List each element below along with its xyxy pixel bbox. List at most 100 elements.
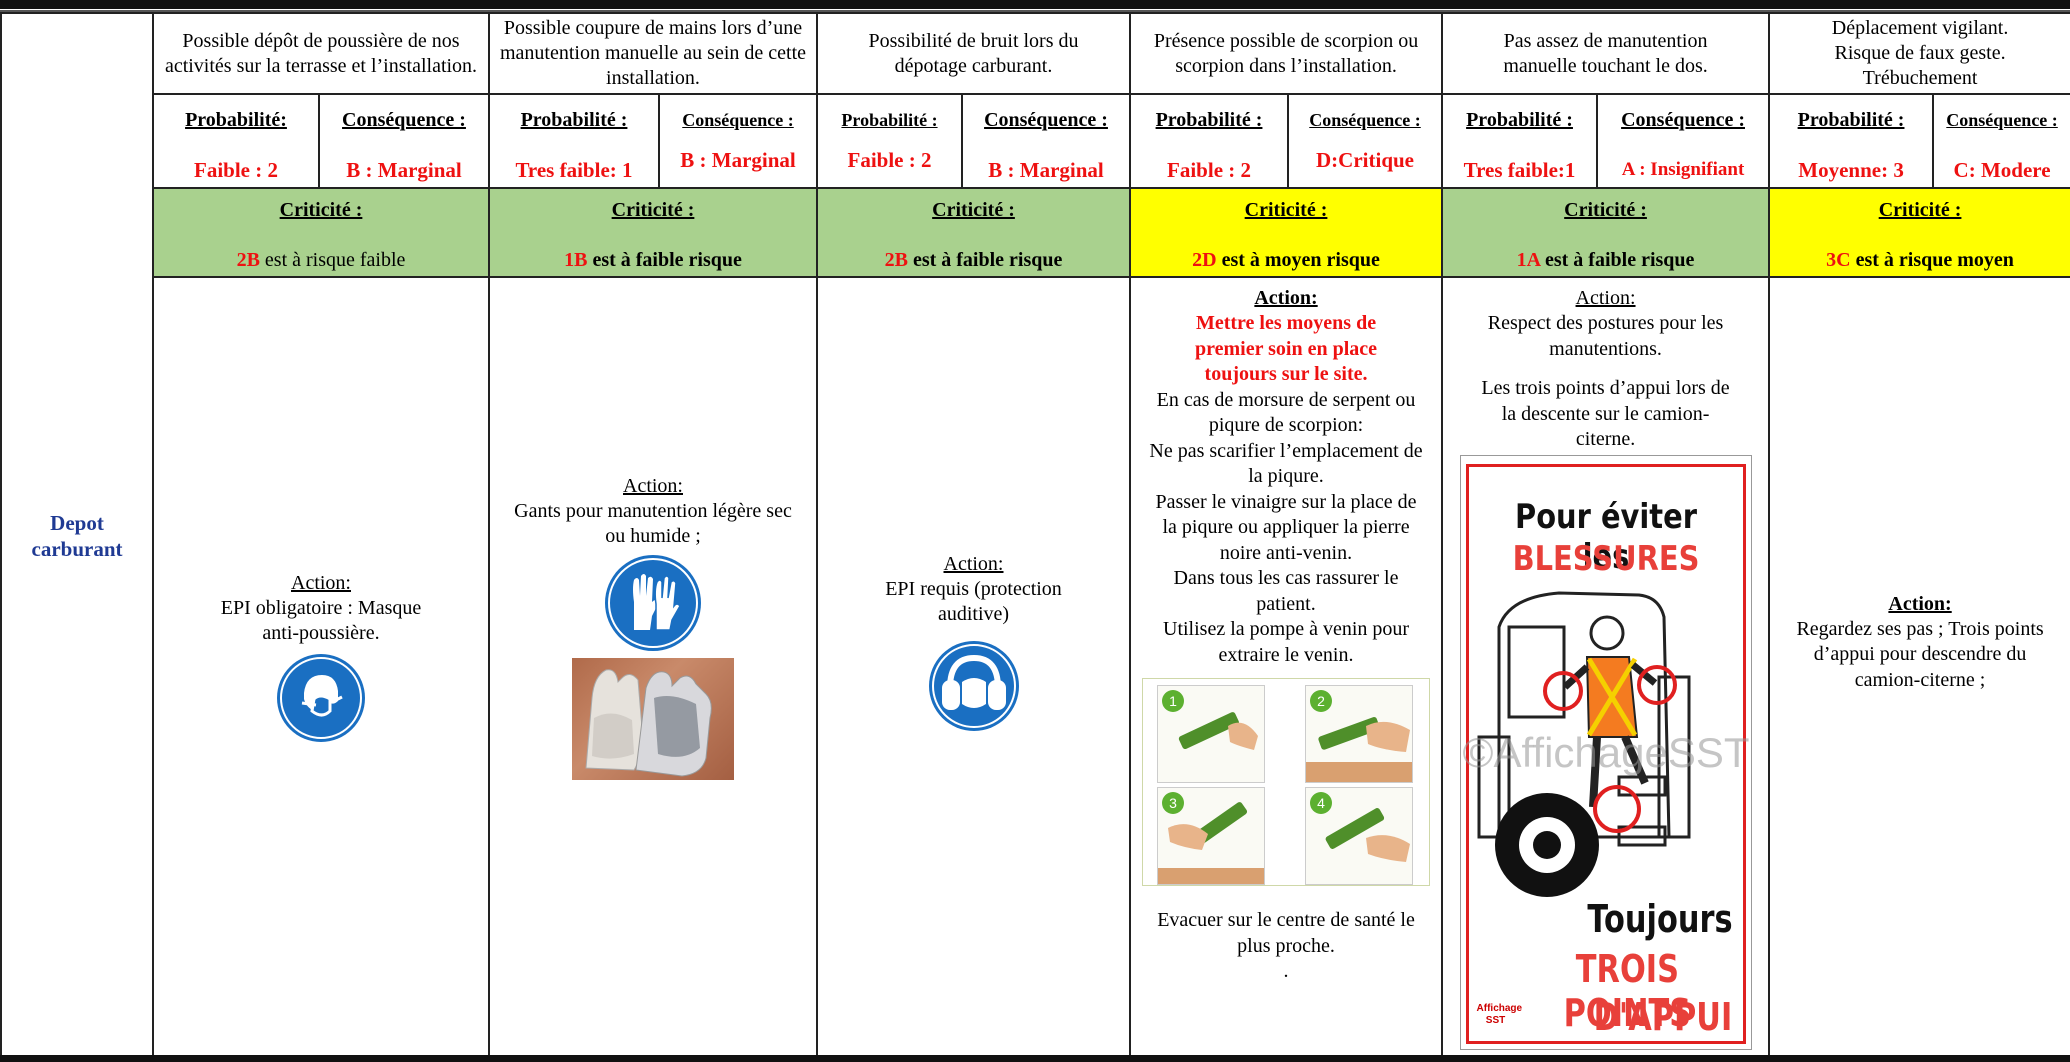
action-text: EPI obligatoire : Masque anti-poussière. — [220, 596, 422, 645]
probability-label: Probabilité : — [841, 110, 938, 130]
action-cell: Action: Gants pour manutention légère se… — [488, 276, 818, 1059]
action-title: Action: — [1888, 592, 1952, 615]
criticality-cell: Criticité : 3C est à risque moyen — [1768, 187, 2070, 278]
criticality-cell: Criticité : 1B est à faible risque — [488, 187, 818, 278]
consequence-label: Conséquence : — [1946, 110, 2058, 130]
three-points-poster: Pour éviter les BLESSURES — [1459, 454, 1752, 1050]
consequence-label: Conséquence : — [342, 109, 466, 131]
criticality-text: est à faible risque — [907, 249, 1063, 271]
action-title: Action: — [943, 552, 1004, 575]
dust-mask-icon — [277, 653, 365, 742]
probability-value: Faible : 2 — [1167, 158, 1252, 182]
criticality-label: Criticité : — [611, 199, 695, 221]
probability-cell: Probabilité :Tres faible:1 — [1441, 93, 1599, 189]
action-cell: Action: EPI obligatoire : Masque anti-po… — [152, 276, 490, 1059]
action-text: EPI requis (protection auditive) — [885, 577, 1062, 626]
action-line: En cas de morsure de serpent ou piqure d… — [1156, 388, 1416, 437]
criticality-label: Criticité : — [279, 199, 363, 221]
action-title: Action: — [1254, 287, 1318, 309]
pump-step: 4 — [1305, 787, 1414, 885]
venom-pump-illustration: 1 2 3 4 — [1142, 678, 1431, 886]
action-cell: Action: Respect des postures pour les ma… — [1441, 276, 1771, 1059]
criticality-cell: Criticité : 2B est à faible risque — [815, 187, 1132, 278]
consequence-value: D:Critique — [1316, 148, 1415, 172]
criticality-label: Criticité : — [932, 199, 1015, 221]
probability-value: Tres faible: 1 — [515, 158, 633, 182]
criticality-code: 2B — [884, 249, 908, 271]
ear-protection-icon — [928, 640, 1019, 731]
action-row: Action: EPI obligatoire : Masque anti-po… — [1, 276, 2070, 1059]
risk-assessment-table: Depot carburant Possible dépôt de poussi… — [0, 12, 2070, 1059]
poster-watermark: ©AffichageSST — [1462, 728, 1750, 776]
consequence-cell: Conséquence : B : Marginal — [960, 93, 1132, 189]
probability-label: Probabilité : — [520, 109, 628, 131]
action-title: Action: — [623, 474, 683, 497]
consequence-value: C: Modere — [1953, 158, 2051, 182]
row-label: Depot carburant — [31, 510, 123, 561]
probability-consequence-row: Probabilité: Faible : 2 Conséquence : B : … — [1, 93, 2070, 189]
poster-line: TROIS POINTS — [1563, 946, 1691, 1035]
criticality-text: est à moyen risque — [1216, 249, 1380, 271]
pump-step: 3 — [1157, 787, 1266, 885]
consequence-cell: Conséquence : D:Critique — [1287, 93, 1444, 189]
action-footer: Evacuer sur le centre de santé le plus p… — [1157, 909, 1415, 957]
criticality-cell: Criticité :2D est à moyen risque — [1129, 187, 1444, 278]
criticality-text: est à faible risque — [587, 249, 742, 271]
hazard-text: Pas assez de manutention manuelle toucha… — [1503, 29, 1708, 77]
top-border — [0, 0, 2070, 9]
criticality-label: Criticité : — [1878, 199, 1962, 221]
probability-cell: Probabilité : Tres faible: 1 — [488, 93, 660, 189]
row-label-cell: Depot carburant — [0, 12, 154, 1059]
action-title: Action: — [291, 571, 351, 594]
truck-illustration — [1477, 590, 1691, 897]
probability-value: Faible : 2 — [194, 158, 278, 182]
action-line: Dans tous les cas rassurer le patient. — [1173, 567, 1399, 615]
probability-label: Probabilité : — [1797, 109, 1905, 131]
action-highlight: Mettre les moyens de premier soin en pla… — [1195, 312, 1378, 385]
action-footer-dot: . — [1283, 960, 1289, 982]
criticality-label: Criticité : — [1564, 199, 1647, 221]
probability-cell: Probabilité :Faible : 2 — [816, 93, 963, 189]
hazard-text: Possibilité de bruit lors du dépotage ca… — [868, 29, 1079, 77]
criticality-code: 1B — [564, 249, 588, 271]
consequence-label: Conséquence : — [984, 109, 1108, 131]
criticality-cell: Criticité :1A est à faible risque — [1441, 187, 1771, 278]
hazard-cell: Présence possible de scorpion ou scorpio… — [1129, 12, 1444, 95]
criticality-code: 3C — [1826, 249, 1851, 271]
consequence-cell: Conséquence :B : Marginal — [658, 93, 818, 189]
pump-step: 2 — [1305, 685, 1414, 783]
poster-line: D'APPUI — [1593, 994, 1733, 1039]
action-line: Ne pas scarifier l’emplacement de la piq… — [1149, 439, 1423, 488]
action-text: Respect des postures pour les manutentio… — [1487, 312, 1724, 360]
pump-step: 1 — [1157, 685, 1266, 783]
action-text: Gants pour manutention légère sec ou hum… — [514, 499, 792, 548]
consequence-label: Conséquence : — [682, 110, 794, 130]
hazard-cell: Possibilité de bruit lors du dépotage ca… — [815, 12, 1132, 95]
criticality-row: Criticité : 2B est à risque faible Critic… — [1, 187, 2070, 278]
consequence-cell: Conséquence :A : Insignifiant — [1596, 93, 1771, 189]
top-border-thin — [0, 10, 2070, 12]
gloves-icon — [605, 554, 701, 651]
criticality-text: est à risque moyen — [1850, 249, 2014, 271]
consequence-cell: Conséquence : C: Modere — [1932, 93, 2070, 189]
gloves-photo — [572, 657, 734, 780]
probability-cell: Probabilité :Moyenne: 3 — [1768, 93, 1935, 189]
criticality-code: 2D — [1192, 249, 1217, 271]
probability-cell: Probabilité :Faible : 2 — [1129, 93, 1290, 189]
criticality-cell: Criticité : 2B est à risque faible — [152, 187, 490, 278]
probability-label: Probabilité: — [185, 109, 287, 131]
action-text: Les trois points d’appui lors de la desc… — [1481, 377, 1730, 450]
criticality-code: 2B — [236, 249, 260, 271]
action-line: Passer le vinaigre sur la place de la pi… — [1155, 490, 1417, 564]
poster-line: Pour éviter les — [1514, 496, 1697, 577]
hazard-text: Présence possible de scorpion ou scorpio… — [1153, 29, 1419, 77]
action-line: Utilisez la pompe à venin pour extraire … — [1163, 618, 1410, 666]
probability-cell: Probabilité: Faible : 2 — [152, 93, 320, 189]
hazard-cell: Pas assez de manutention manuelle toucha… — [1441, 12, 1771, 95]
consequence-label: Conséquence : — [1309, 110, 1421, 130]
criticality-text: est à risque faible — [259, 249, 406, 271]
consequence-value: B : Marginal — [988, 158, 1104, 182]
poster-logo: Affichage SST — [1476, 1002, 1523, 1026]
consequence-value: A : Insignifiant — [1621, 159, 1745, 180]
action-text: Regardez ses pas ; Trois points d’appui … — [1796, 617, 2044, 691]
